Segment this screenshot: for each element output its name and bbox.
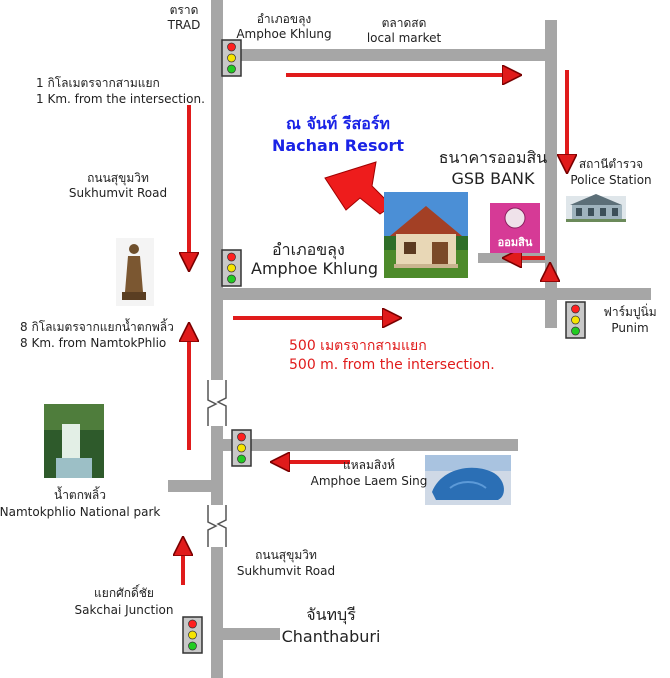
traffic-lights xyxy=(182,39,586,654)
police-station-label-th: สถานีตำรวจ xyxy=(578,157,644,171)
amphoe-khlung-top-label-th: อำเภอขลุง xyxy=(256,12,312,26)
local-market-label-th: ตลาดสด xyxy=(381,16,427,30)
gsb-logo: ออมสิน xyxy=(490,203,540,253)
pointer-arrow-icon xyxy=(324,161,393,215)
laem-sing-photo xyxy=(425,455,511,505)
resort-photo xyxy=(384,192,468,278)
resort-name-en: Nachan Resort xyxy=(271,136,405,155)
sukhumvit-road xyxy=(211,0,223,678)
road-break-icon xyxy=(207,380,227,426)
amphoe-khlung-mid-label-en: Amphoe Khlung xyxy=(251,259,379,278)
traffic-light-icon xyxy=(221,39,242,77)
sukhumvit-road-bottom-label-en: Sukhumvit Road xyxy=(236,564,336,578)
punim-farm-label-en: Punim xyxy=(611,321,649,335)
distance-1km-label-en: 1 Km. from the intersection. xyxy=(36,92,205,106)
distance-8km-label-th: 8 กิโลเมตรจากแยกน้ำตกพลิ้ว xyxy=(20,320,174,334)
police-station-label-en: Police Station xyxy=(570,173,652,187)
road-chanthaburi xyxy=(223,628,280,640)
road-khlung xyxy=(211,288,651,300)
gsb-bank-label-th: ธนาคารออมสิน xyxy=(438,148,548,167)
amphoe-khlung-top-label-en: Amphoe Khlung xyxy=(236,27,332,41)
sukhumvit-road-top-label-en: Sukhumvit Road xyxy=(68,186,168,200)
sukhumvit-road-top-label-th: ถนนสุขุมวิท xyxy=(87,171,149,185)
amphoe-khlung-mid-label-th: อำเภอขลุง xyxy=(272,240,345,259)
trad-label-th: ตราด xyxy=(169,3,199,17)
distance-1km-label-th: 1 กิโลเมตรจากสามแยก xyxy=(36,76,160,90)
sukhumvit-road-bottom-label-th: ถนนสุขุมวิท xyxy=(255,548,317,562)
sakchai-junction-label-th: แยกศักดิ์ชัย xyxy=(94,586,154,600)
road-break-icon xyxy=(207,505,227,547)
trad-label-en: TRAD xyxy=(167,18,201,32)
resort-name-th: ณ จันท์ รีสอร์ท xyxy=(286,114,390,133)
distance-8km-label-en: 8 Km. from NamtokPhlio xyxy=(20,336,167,350)
road-left xyxy=(168,480,211,492)
chanthaburi-label-en: Chanthaburi xyxy=(281,627,381,646)
laem-sing-label-th: แหลมสิงห์ xyxy=(342,458,396,472)
road-laem-sing xyxy=(223,439,518,451)
police-station-photo xyxy=(566,194,626,222)
namtok-phlio-label-th: น้ำตกพลิ้ว xyxy=(53,488,107,502)
traffic-light-icon xyxy=(221,249,242,287)
sakchai-junction-label-en: Sakchai Junction xyxy=(74,603,174,617)
traffic-light-icon xyxy=(182,616,203,654)
waterfall-photo xyxy=(44,404,104,478)
direction-arrows xyxy=(183,70,567,585)
punim-farm-label-th: ฟาร์มปูนิ่ม xyxy=(603,305,657,319)
distance-500m-label-en: 500 m. from the intersection. xyxy=(289,357,495,373)
buddha-statue-photo xyxy=(116,238,154,306)
local-market-label-en: local market xyxy=(366,31,442,45)
namtok-phlio-label-en: Namtokphlio National park xyxy=(0,505,161,519)
gsb-logo-text: ออมสิน xyxy=(498,236,533,249)
chanthaburi-label-th: จันทบุรี xyxy=(306,605,356,624)
road-top xyxy=(211,49,556,61)
distance-500m-label-th: 500 เมตรจากสามแยก xyxy=(289,338,427,354)
traffic-light-icon xyxy=(231,429,252,467)
road-right-vertical xyxy=(545,20,557,328)
gsb-bank-label-en: GSB BANK xyxy=(451,169,535,188)
traffic-light-icon xyxy=(565,301,586,339)
laem-sing-label-en: Amphoe Laem Sing xyxy=(310,474,428,488)
